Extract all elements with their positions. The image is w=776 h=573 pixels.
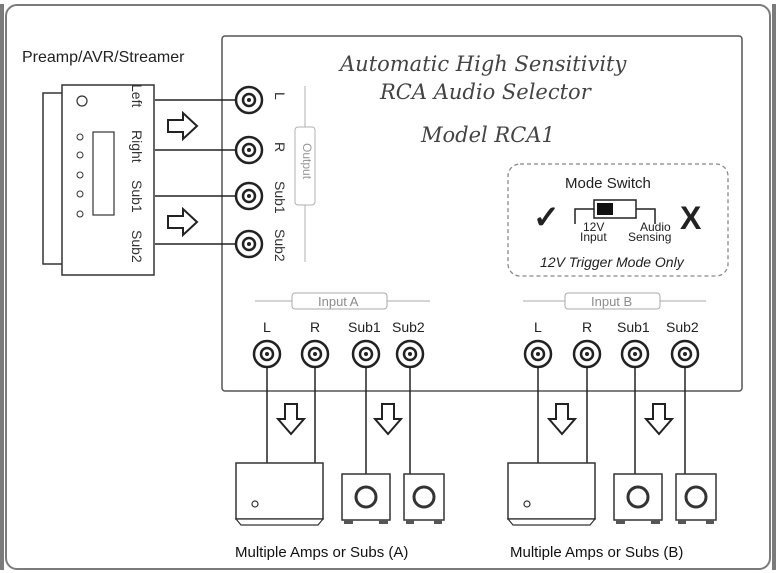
input-b-box <box>564 292 661 310</box>
input-a-box <box>291 292 388 310</box>
input-b-channel-sub1: Sub1 <box>617 319 650 335</box>
arrow-down-icon <box>275 403 307 436</box>
source-port-right: Right <box>129 130 145 163</box>
input-a-channel-sub2: Sub2 <box>392 319 425 335</box>
rca-jack-icon <box>234 85 264 115</box>
rca-jack-icon <box>395 339 425 369</box>
rca-jack-icon <box>252 339 282 369</box>
input-a-jacks <box>252 339 425 369</box>
amplifier-b <box>506 462 597 526</box>
input-b-channel-sub2: Sub2 <box>666 319 699 335</box>
input-wires <box>266 367 686 474</box>
rca-jack-icon <box>620 339 650 369</box>
left-edge-bar <box>0 4 4 570</box>
output-label-sub1: Sub1 <box>272 181 288 214</box>
checkmark-icon: ✓ <box>533 199 560 235</box>
mode-switch-note: 12V Trigger Mode Only <box>540 254 684 270</box>
arrow-right-icon <box>167 110 199 142</box>
source-port-sub1: Sub1 <box>129 180 145 213</box>
subwoofer-a2 <box>403 473 445 524</box>
source-display <box>92 131 115 216</box>
right-edge-bar <box>772 4 776 570</box>
mode-switch-title: Mode Switch <box>565 175 651 192</box>
selector-model: Model RCA1 <box>421 123 555 147</box>
caption-b: Multiple Amps or Subs (B) <box>510 544 684 561</box>
caption-a: Multiple Amps or Subs (A) <box>235 544 409 561</box>
output-jacks <box>234 85 264 259</box>
output-group-label: Output <box>300 143 314 180</box>
source-device-label: Preamp/AVR/Streamer <box>22 49 185 66</box>
selector-title-line1: Automatic High Sensitivity <box>340 52 627 76</box>
input-a-channel-sub1: Sub1 <box>348 319 381 335</box>
output-label-l: L <box>272 92 288 100</box>
arrow-right-icon <box>167 206 199 238</box>
rca-jack-icon <box>234 229 264 259</box>
input-b-channel-l: L <box>534 319 542 335</box>
mode-option-audio: Audio <box>640 220 671 234</box>
output-wires <box>155 99 236 245</box>
subwoofer-b1 <box>613 473 663 524</box>
rca-jack-icon <box>351 339 381 369</box>
rca-jack-icon <box>234 135 264 165</box>
output-label-r: R <box>272 142 288 153</box>
x-mark-icon: X <box>680 200 702 236</box>
arrow-down-icon <box>372 403 404 436</box>
subwoofer-b2 <box>675 473 717 524</box>
rca-jack-icon <box>234 181 264 211</box>
rca-jack-icon <box>572 339 602 369</box>
mode-option-12v: 12V <box>583 220 605 234</box>
selector-title-line2: RCA Audio Selector <box>380 80 591 104</box>
mode-switch-panel <box>507 163 729 277</box>
mode-switch-toggle <box>574 199 656 224</box>
output-group-box <box>294 126 316 206</box>
input-a-label: Input A <box>318 294 359 309</box>
output-label-sub2: Sub2 <box>272 229 288 262</box>
mode-option-input: Input <box>580 230 607 244</box>
input-a-channel-l: L <box>263 319 271 335</box>
rca-jack-icon <box>300 339 330 369</box>
subwoofer-a1 <box>341 473 391 524</box>
source-port-sub2: Sub2 <box>129 230 145 263</box>
input-b-channel-r: R <box>582 319 593 335</box>
rca-jack-icon <box>523 339 553 369</box>
source-power-led <box>76 95 88 107</box>
source-port-left: Left <box>129 84 145 108</box>
amplifier-a <box>234 462 325 526</box>
rca-jack-icon <box>670 339 700 369</box>
mode-option-sensing: Sensing <box>628 230 672 244</box>
arrow-down-icon <box>546 403 578 436</box>
arrow-down-icon <box>643 403 675 436</box>
input-b-label: Input B <box>591 294 633 309</box>
source-buttons <box>76 133 84 218</box>
input-b-jacks <box>523 339 700 369</box>
input-a-channel-r: R <box>310 319 321 335</box>
mode-option-12v-line1: 12V <box>583 220 605 234</box>
